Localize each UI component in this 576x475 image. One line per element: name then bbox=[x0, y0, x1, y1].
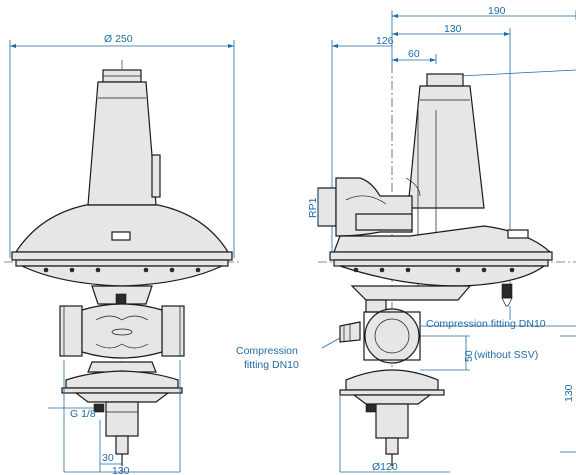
spring-housing bbox=[87, 81, 157, 206]
compression-fitting-right-label: Compression fitting DN10 bbox=[426, 318, 546, 330]
diameter-120-label: Ø120 bbox=[372, 461, 398, 473]
compression-fitting-left-line2: fitting DN10 bbox=[244, 359, 299, 371]
dim-130-label-top: 130 bbox=[444, 23, 462, 35]
spring-housing-right bbox=[407, 85, 485, 209]
without-ssv-label: (without SSV) bbox=[474, 349, 538, 361]
dim-130-vertical-label: 130 bbox=[563, 384, 575, 402]
compression-fitting-left bbox=[339, 321, 361, 343]
compression-fitting-left-line1: Compression bbox=[236, 345, 298, 357]
dim-60-label: 60 bbox=[408, 48, 420, 60]
diaphragm-housing bbox=[14, 204, 230, 253]
rp1-label: RP1 bbox=[307, 197, 319, 218]
dim-50-label: 50 bbox=[463, 350, 475, 362]
dim-130-label-left: 130 bbox=[112, 465, 130, 475]
dim-190-label: 190 bbox=[488, 5, 506, 17]
left-view: Ø 250 bbox=[4, 33, 240, 475]
diameter-250-label: Ø 250 bbox=[104, 33, 133, 45]
ssv-body bbox=[317, 177, 421, 237]
gauge-port-label: G 1/8 bbox=[70, 408, 96, 420]
dim-30-label: 30 bbox=[102, 452, 114, 464]
dim-126-label: 126 bbox=[376, 35, 394, 47]
body-bore bbox=[364, 308, 420, 364]
valve-body bbox=[59, 303, 185, 359]
right-view: 190 130 126 60 bbox=[236, 5, 576, 473]
flange-bolts bbox=[43, 267, 201, 273]
